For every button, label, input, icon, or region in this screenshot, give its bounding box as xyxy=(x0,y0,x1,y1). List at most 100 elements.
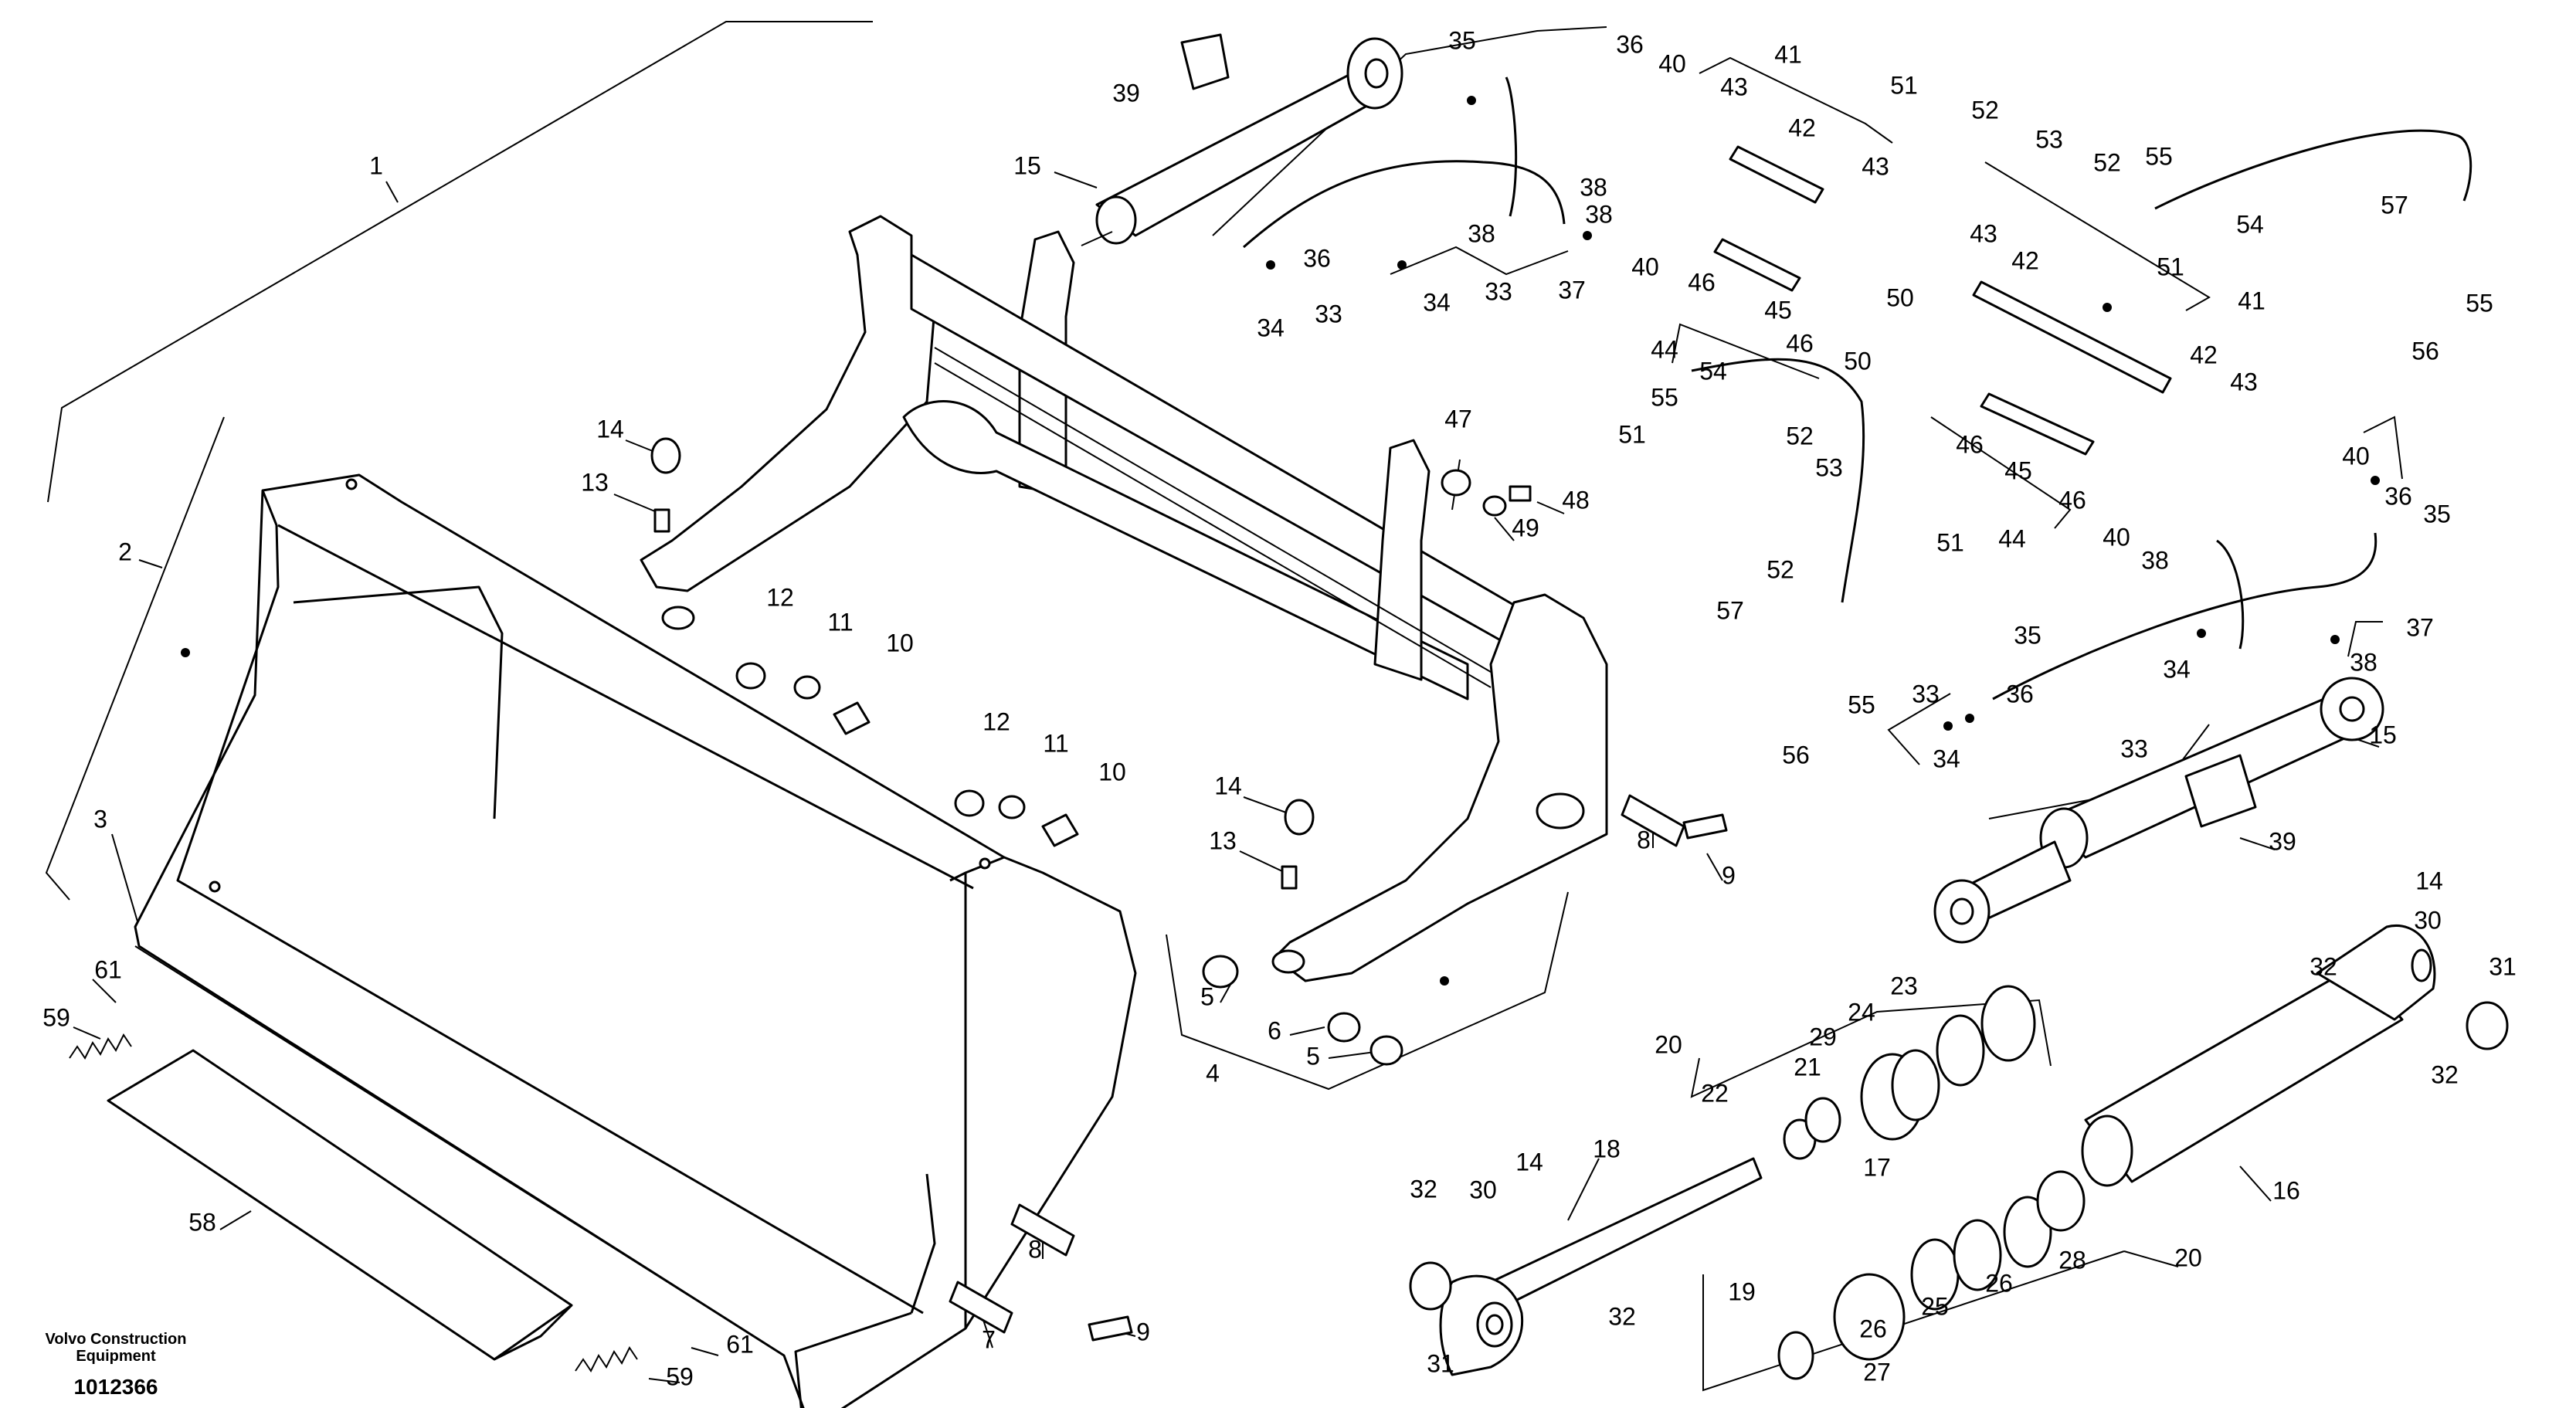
callout-51: 51 xyxy=(1936,528,1964,556)
callout-46: 46 xyxy=(2058,486,2086,514)
callout-57: 57 xyxy=(1716,596,1744,624)
callout-34: 34 xyxy=(2163,655,2191,683)
callout-14: 14 xyxy=(596,415,624,443)
callout-32: 32 xyxy=(1608,1302,1636,1330)
callout-15: 15 xyxy=(1013,151,1041,179)
callout-39: 39 xyxy=(2269,827,2296,855)
reference-dots xyxy=(181,96,2380,986)
callout-50: 50 xyxy=(1886,283,1914,311)
callout-23: 23 xyxy=(1890,972,1918,999)
callout-9: 9 xyxy=(1722,861,1736,889)
callout-49: 49 xyxy=(1512,514,1539,541)
callout-7: 7 xyxy=(982,1325,996,1353)
callout-31: 31 xyxy=(1427,1349,1454,1377)
callout-25: 25 xyxy=(1921,1292,1949,1320)
callout-41: 41 xyxy=(1774,40,1802,68)
callout-44: 44 xyxy=(1651,335,1678,363)
callout-38: 38 xyxy=(2350,648,2377,676)
callout-13: 13 xyxy=(1209,826,1237,854)
callout-5: 5 xyxy=(1200,982,1214,1010)
callout-45: 45 xyxy=(2004,456,2032,484)
hardware xyxy=(650,33,2509,1342)
callout-26: 26 xyxy=(1985,1269,2013,1297)
callout-44: 44 xyxy=(1998,524,2026,552)
callout-50: 50 xyxy=(1844,347,1872,375)
cylinder-15-lower xyxy=(1933,677,2384,944)
callout-2: 2 xyxy=(118,538,132,565)
callout-36: 36 xyxy=(2006,680,2034,707)
callout-38: 38 xyxy=(1580,173,1607,201)
callout-6: 6 xyxy=(1268,1016,1281,1044)
callout-53: 53 xyxy=(1815,453,1843,481)
tubes xyxy=(1713,145,2172,456)
callout-34: 34 xyxy=(1257,314,1285,341)
callout-33: 33 xyxy=(2120,735,2148,762)
bucket xyxy=(134,473,1137,1408)
callout-29: 29 xyxy=(1809,1023,1837,1050)
callout-40: 40 xyxy=(2342,442,2370,470)
callout-21: 21 xyxy=(1794,1053,1821,1081)
callout-14: 14 xyxy=(1214,772,1242,799)
callout-56: 56 xyxy=(2411,337,2439,365)
callout-58: 58 xyxy=(188,1208,216,1236)
callout-34: 34 xyxy=(1423,288,1451,316)
drawing-number: 1012366 xyxy=(73,1375,158,1399)
callout-55: 55 xyxy=(2466,289,2493,317)
callout-42: 42 xyxy=(2190,341,2218,368)
callout-18: 18 xyxy=(1593,1135,1621,1162)
callout-61: 61 xyxy=(726,1330,754,1358)
callout-43: 43 xyxy=(1720,73,1748,100)
callout-24: 24 xyxy=(1848,998,1875,1026)
callout-36: 36 xyxy=(1303,244,1331,272)
callout-51: 51 xyxy=(1618,420,1646,448)
callout-34: 34 xyxy=(1933,745,1960,772)
callout-22: 22 xyxy=(1701,1079,1729,1107)
callout-32: 32 xyxy=(2310,952,2337,980)
callout-55: 55 xyxy=(2145,142,2173,170)
callout-46: 46 xyxy=(1956,430,1984,458)
callout-28: 28 xyxy=(2058,1246,2086,1274)
callout-33: 33 xyxy=(1315,300,1342,327)
callout-46: 46 xyxy=(1688,268,1716,296)
callout-59: 59 xyxy=(42,1003,70,1031)
callout-33: 33 xyxy=(1485,277,1512,305)
piston-rod-18 xyxy=(1439,1157,1763,1376)
callout-43: 43 xyxy=(1862,152,1889,180)
callout-40: 40 xyxy=(1631,253,1659,280)
callout-10: 10 xyxy=(886,629,914,657)
callout-55: 55 xyxy=(1848,690,1875,718)
callout-11: 11 xyxy=(1043,729,1068,757)
leader-lines xyxy=(45,21,2403,1392)
callout-45: 45 xyxy=(1764,296,1792,324)
callout-37: 37 xyxy=(1558,276,1586,304)
callout-51: 51 xyxy=(1890,71,1918,99)
callout-39: 39 xyxy=(1112,79,1140,107)
callout-3: 3 xyxy=(93,805,107,833)
callout-54: 54 xyxy=(2236,210,2264,238)
callout-8: 8 xyxy=(1028,1235,1042,1263)
callout-35: 35 xyxy=(2014,621,2041,649)
callout-54: 54 xyxy=(1699,357,1727,385)
callout-numbers: 1234556788991010111112121313141414141515… xyxy=(42,26,2517,1390)
callout-40: 40 xyxy=(1658,49,1686,77)
callout-12: 12 xyxy=(983,707,1010,735)
callout-10: 10 xyxy=(1098,758,1126,785)
callout-14: 14 xyxy=(2415,867,2443,894)
callout-38: 38 xyxy=(2141,546,2169,574)
callout-40: 40 xyxy=(2103,523,2130,551)
callout-12: 12 xyxy=(766,583,794,611)
spring-59-left xyxy=(69,1033,132,1060)
edge-plate-58 xyxy=(107,1049,573,1361)
callout-46: 46 xyxy=(1786,329,1814,357)
callout-55: 55 xyxy=(1651,383,1678,411)
callout-52: 52 xyxy=(1971,96,1999,124)
callout-57: 57 xyxy=(2381,191,2408,219)
piston-seals xyxy=(1777,985,2086,1380)
footer: Volvo Construction Equipment 1012366 xyxy=(46,1331,187,1399)
callout-47: 47 xyxy=(1444,405,1472,433)
callout-30: 30 xyxy=(2414,906,2442,934)
callout-53: 53 xyxy=(2035,125,2063,153)
callout-11: 11 xyxy=(827,608,853,636)
hoses xyxy=(1243,76,2472,701)
